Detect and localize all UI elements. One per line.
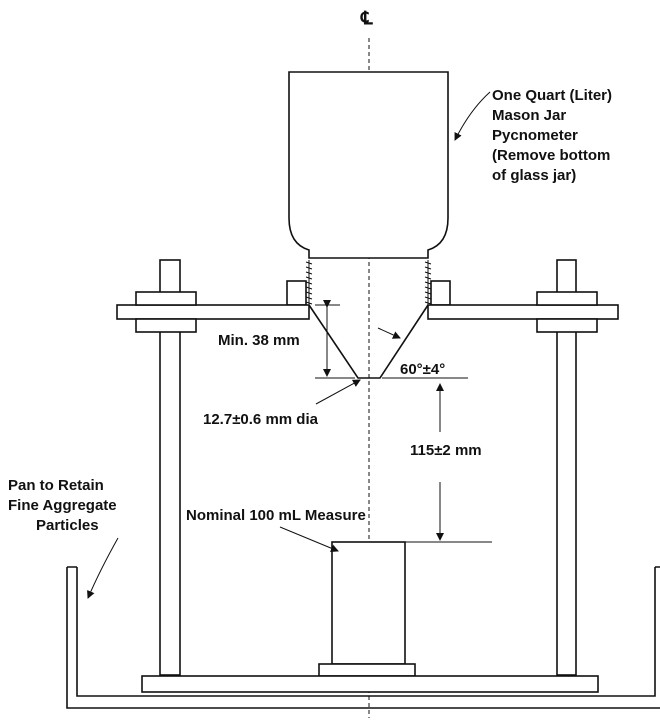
funnel-cone	[308, 304, 429, 379]
min-height-label: Min. 38 mm	[218, 332, 300, 349]
measure-base	[318, 663, 416, 677]
orifice-leader	[315, 379, 361, 405]
right-crossbar	[427, 304, 619, 320]
pan-label-line3: Particles	[36, 517, 99, 534]
left-nut	[135, 291, 197, 333]
pan-label-line2: Fine Aggregate	[8, 497, 117, 514]
jar-label-line3: Pycnometer	[492, 127, 578, 144]
measure-label: Nominal 100 mL Measure	[186, 507, 366, 524]
base-plate	[141, 675, 599, 693]
jar-thread-left	[286, 260, 313, 306]
centerline-symbol: ℄	[360, 8, 373, 28]
angle-label: 60°±4°	[400, 361, 445, 378]
jar-label-line4: (Remove bottom	[492, 147, 610, 164]
left-crossbar	[116, 304, 310, 320]
mason-jar	[288, 71, 449, 259]
drop-height-label: 115±2 mm	[410, 442, 482, 459]
min-height-dimension	[315, 300, 355, 379]
angle-dimension	[377, 327, 468, 379]
jar-label-line5: of glass jar)	[492, 167, 576, 184]
orifice-label: 12.7±0.6 mm dia	[203, 411, 319, 428]
pan-leader	[87, 537, 119, 599]
right-support-post	[556, 259, 577, 676]
measure-leader	[279, 526, 339, 553]
right-nut	[536, 291, 598, 333]
collection-pan	[66, 566, 660, 709]
pan-label-line1: Pan to Retain	[8, 477, 104, 494]
measure-cup	[331, 541, 406, 665]
jar-leader	[454, 91, 491, 141]
jar-thread-right	[424, 260, 451, 306]
jar-label-line1: One Quart (Liter)	[492, 87, 612, 104]
jar-label-line2: Mason Jar	[492, 107, 566, 124]
drop-height-dimension	[378, 383, 492, 543]
left-support-post	[159, 259, 181, 676]
